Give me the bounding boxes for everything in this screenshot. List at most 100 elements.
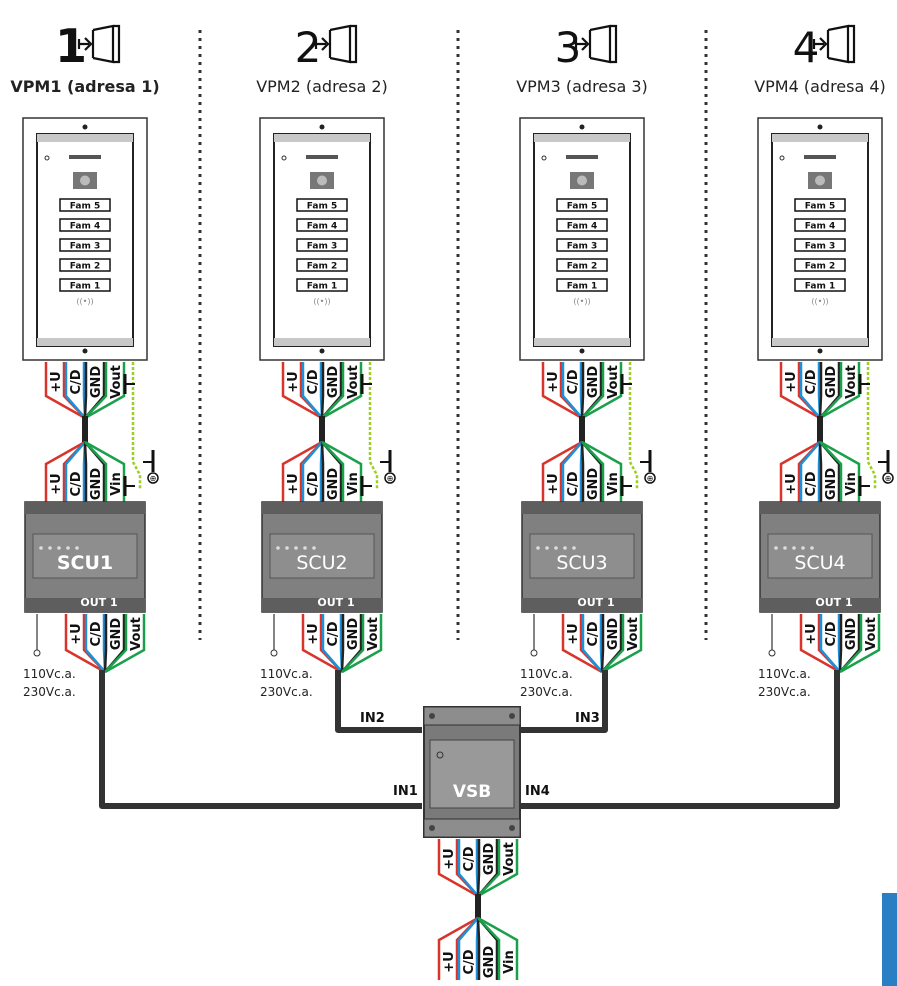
- wire-path: [779, 440, 821, 502]
- door-entry-icon: [812, 24, 856, 64]
- wire-path: [476, 917, 481, 980]
- entrance-number: 4: [793, 23, 820, 72]
- wire-path: [457, 917, 479, 980]
- door-entry-icon: [314, 24, 358, 64]
- wire-path: [341, 614, 383, 674]
- mains-voltage-230: 230Vc.a.: [520, 685, 573, 699]
- door-entry-icon: [77, 24, 121, 64]
- wire-label: C/D: [326, 621, 341, 646]
- wire-path: [321, 362, 363, 420]
- name-button: [296, 238, 348, 252]
- wire-label: +U: [49, 371, 64, 392]
- wire-label: +U: [286, 371, 301, 392]
- wire-path: [64, 614, 106, 674]
- name-button: [59, 238, 111, 252]
- wire-label: Vin: [502, 950, 517, 974]
- wire-path: [561, 614, 603, 674]
- wire-path: [281, 440, 323, 502]
- vsb-in1-label: IN1: [393, 784, 418, 799]
- wire-path: [457, 839, 479, 897]
- wire-path: [541, 362, 583, 420]
- wire-path: [477, 839, 501, 897]
- wire-label: +U: [804, 623, 819, 644]
- wire-path: [44, 362, 86, 420]
- wire-label: Vout: [129, 617, 144, 651]
- wire-path: [580, 441, 585, 502]
- wire-label: +U: [306, 623, 321, 644]
- mains-supply: 110Vc.a.230Vc.a.: [260, 614, 313, 699]
- wire-path: [83, 441, 88, 502]
- wire-label: C/D: [89, 621, 104, 646]
- wire-path: [84, 441, 108, 502]
- mains-supply: 110Vc.a.230Vc.a.: [520, 614, 573, 699]
- name-button: [59, 278, 111, 292]
- accent-bar: [882, 893, 897, 986]
- name-button: [794, 198, 846, 212]
- mains-terminal-icon: [530, 649, 538, 657]
- scu-label: SCU1: [57, 552, 113, 574]
- wire-path: [839, 614, 881, 674]
- wire-path: [83, 362, 88, 419]
- wire-path: [104, 614, 146, 674]
- wire-label: C/D: [566, 471, 581, 496]
- wire-label: +U: [69, 623, 84, 644]
- wire-path: [819, 362, 861, 420]
- wire-path: [477, 839, 519, 898]
- wire-path: [561, 441, 583, 502]
- wire-label: +U: [784, 371, 799, 392]
- name-button: [296, 198, 348, 212]
- name-button: [59, 218, 111, 232]
- name-button-label: Fam 1: [70, 282, 100, 292]
- wire-path: [301, 362, 323, 419]
- wire-label: C/D: [586, 621, 601, 646]
- rfid-icon: ((•)): [811, 297, 828, 306]
- wire-path: [84, 362, 126, 420]
- mains-voltage-230: 230Vc.a.: [23, 685, 76, 699]
- wire-path: [320, 362, 325, 419]
- wire-label: Vin: [606, 472, 621, 496]
- wire-label: Vout: [606, 365, 621, 399]
- vsb-in4-label: IN4: [525, 784, 550, 799]
- wire-label: GND: [346, 618, 361, 651]
- earth-wire: ⊕: [858, 362, 894, 496]
- wire-path: [799, 441, 821, 502]
- vsb-label: VSB: [453, 782, 491, 802]
- wire-label: C/D: [566, 369, 581, 394]
- wire-path: [44, 440, 86, 502]
- earth-terminal-icon: [147, 472, 159, 484]
- wire-path: [437, 916, 479, 980]
- wire-label: +U: [566, 623, 581, 644]
- wire-path: [320, 441, 325, 502]
- name-button: [296, 278, 348, 292]
- wire-label: GND: [824, 366, 839, 399]
- wire-path: [779, 362, 821, 420]
- wire-path: [819, 362, 843, 419]
- wire-label: C/D: [804, 471, 819, 496]
- mains-voltage-230: 230Vc.a.: [758, 685, 811, 699]
- wire-label: Vout: [366, 617, 381, 651]
- mains-voltage-230: 230Vc.a.: [260, 685, 313, 699]
- wire-label: GND: [824, 468, 839, 501]
- name-button: [556, 278, 608, 292]
- wire-path: [64, 362, 86, 419]
- svg-text:⊕: ⊕: [150, 474, 157, 483]
- wire-path: [477, 917, 501, 980]
- svg-text:⊕: ⊕: [387, 474, 394, 483]
- wire-path: [601, 614, 643, 674]
- wire-label: Vout: [346, 365, 361, 399]
- wire-label: C/D: [804, 369, 819, 394]
- name-button: [794, 278, 846, 292]
